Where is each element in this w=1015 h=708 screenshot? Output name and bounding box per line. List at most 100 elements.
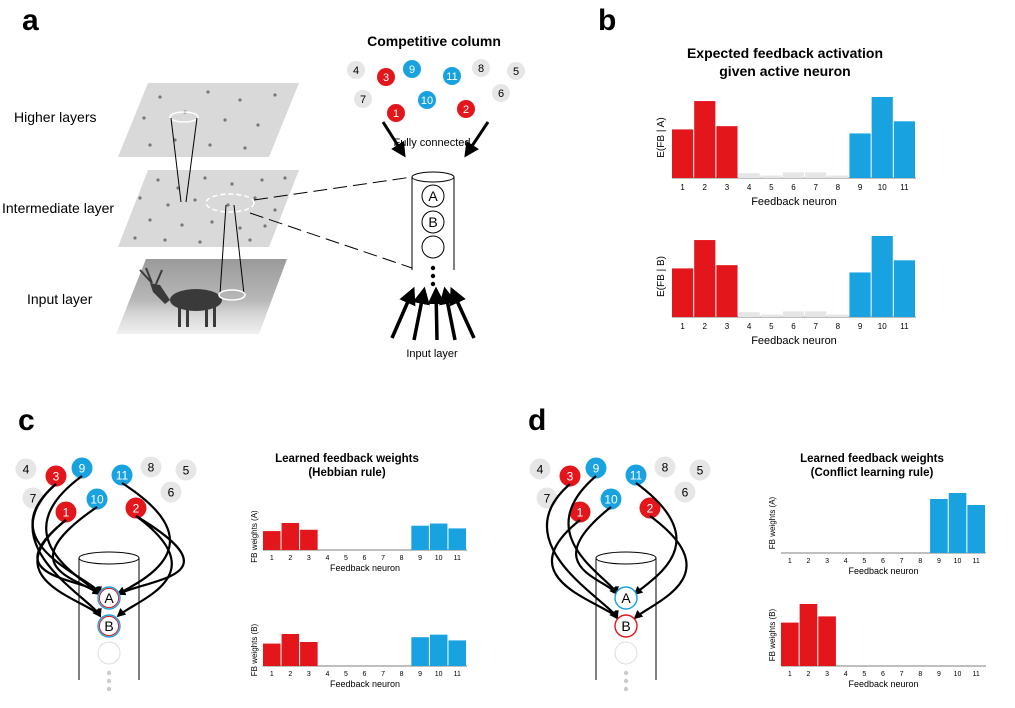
- elk-silhouette: [139, 267, 222, 327]
- tick-label-1: 1: [270, 555, 274, 562]
- input-arrows: [390, 286, 476, 341]
- neuron-label-8: 8: [662, 460, 669, 474]
- input-layer-column-label: Input layer: [406, 348, 458, 360]
- x-axis-label: Feedback neuron: [330, 563, 400, 573]
- neuron-7: [354, 90, 372, 108]
- neuron-label-5: 5: [513, 66, 519, 78]
- y-axis-label: E(FB | B): [656, 256, 667, 297]
- tick-label-2: 2: [703, 322, 708, 331]
- neuron-10: [418, 91, 436, 109]
- feedback-arrow-1: [36, 519, 102, 618]
- x-axis-label: Feedback neuron: [330, 679, 400, 689]
- tick-label-4: 4: [747, 183, 752, 192]
- tick-label-11: 11: [973, 558, 980, 565]
- column-unit-empty: [421, 235, 445, 259]
- tick-label-8: 8: [836, 322, 841, 331]
- bar-6: [782, 172, 805, 178]
- neuron-4: [15, 458, 37, 480]
- feedback-arrows-c: [31, 475, 185, 618]
- neuron-label-9: 9: [79, 461, 86, 475]
- neuron-label-3: 3: [567, 469, 574, 483]
- tick-label-7: 7: [900, 558, 904, 565]
- column-d-unit-a: A: [621, 590, 631, 606]
- bar-9: [849, 272, 871, 317]
- bar-9: [411, 525, 429, 550]
- tick-label-7: 7: [381, 555, 385, 562]
- tick-label-5: 5: [862, 558, 866, 565]
- feedback-arrow-2: [116, 515, 185, 596]
- column-unit-a: [421, 184, 445, 208]
- bar-10: [948, 493, 967, 553]
- feedback-arrow-10: [575, 506, 619, 596]
- neuron-11: [111, 464, 133, 486]
- panel-letter-d: d: [528, 404, 546, 437]
- neuron-2: [125, 497, 147, 519]
- neuron-5: [175, 459, 197, 481]
- bar-11: [893, 121, 915, 178]
- neuron-label-4: 4: [353, 65, 359, 77]
- bar-3: [716, 126, 738, 178]
- panel-c-title-line2: (Hebbian rule): [308, 467, 385, 479]
- neuron-label-4: 4: [23, 462, 30, 476]
- neuron-3: [45, 465, 67, 487]
- panel-b-title-line2: given active neuron: [719, 63, 850, 79]
- tick-label-8: 8: [918, 671, 922, 678]
- tick-label-6: 6: [363, 555, 367, 562]
- neuron-8: [654, 456, 676, 478]
- neuron-label-1: 1: [393, 108, 399, 120]
- bar-10: [871, 236, 893, 317]
- tick-label-5: 5: [769, 322, 774, 331]
- neuron-label-4: 4: [537, 462, 544, 476]
- tick-label-1: 1: [788, 671, 792, 678]
- tick-label-4: 4: [844, 558, 848, 565]
- neuron-label-10: 10: [421, 95, 433, 107]
- tick-label-8: 8: [918, 558, 922, 565]
- bar-9: [930, 499, 948, 553]
- bar-3: [818, 616, 836, 666]
- tick-label-6: 6: [791, 322, 796, 331]
- neuron-1: [55, 501, 77, 523]
- neuron-label-3: 3: [383, 72, 389, 84]
- neuron-6: [492, 84, 510, 102]
- tick-label-4: 4: [325, 671, 329, 678]
- feedback-arrow-2: [633, 515, 688, 620]
- tick-label-5: 5: [344, 555, 348, 562]
- tick-label-7: 7: [900, 671, 904, 678]
- tick-label-5: 5: [862, 671, 866, 678]
- y-axis-label: FB weights (A): [768, 496, 777, 549]
- neuron-1: [387, 104, 405, 122]
- bar-10: [429, 634, 448, 666]
- intermediate-layer-dots: [133, 176, 287, 244]
- neuron-9: [585, 457, 607, 479]
- bar-1: [263, 531, 281, 550]
- neuron-label-5: 5: [183, 463, 190, 477]
- neuron-label-6: 6: [682, 485, 689, 499]
- bar-2: [799, 604, 818, 666]
- neuron-label-10: 10: [604, 492, 618, 506]
- tick-label-1: 1: [788, 558, 792, 565]
- bar-2: [694, 101, 716, 178]
- tick-label-9: 9: [418, 671, 422, 678]
- x-axis-label: Feedback neuron: [751, 335, 837, 347]
- tick-label-4: 4: [747, 322, 752, 331]
- tick-label-9: 9: [937, 558, 941, 565]
- feedback-arrow-1: [550, 519, 619, 620]
- bar-5: [760, 175, 782, 178]
- column-unit-a-label: A: [428, 188, 438, 204]
- column-d-unit-b: B: [621, 618, 630, 634]
- bar-9: [849, 133, 871, 178]
- neuron-2: [639, 497, 661, 519]
- column-unit-b-label: B: [428, 214, 437, 230]
- neuron-label-6: 6: [498, 88, 504, 100]
- bar-1: [672, 268, 694, 317]
- bar-8: [827, 314, 849, 317]
- bar-3: [716, 265, 738, 317]
- bar-3: [300, 642, 318, 666]
- tick-label-6: 6: [791, 183, 796, 192]
- bar-11: [967, 505, 985, 553]
- neuron-label-9: 9: [409, 64, 415, 76]
- y-axis-label: FB weights (A): [250, 510, 259, 563]
- tick-label-8: 8: [836, 183, 841, 192]
- y-axis-label: FB weights (B): [768, 608, 777, 661]
